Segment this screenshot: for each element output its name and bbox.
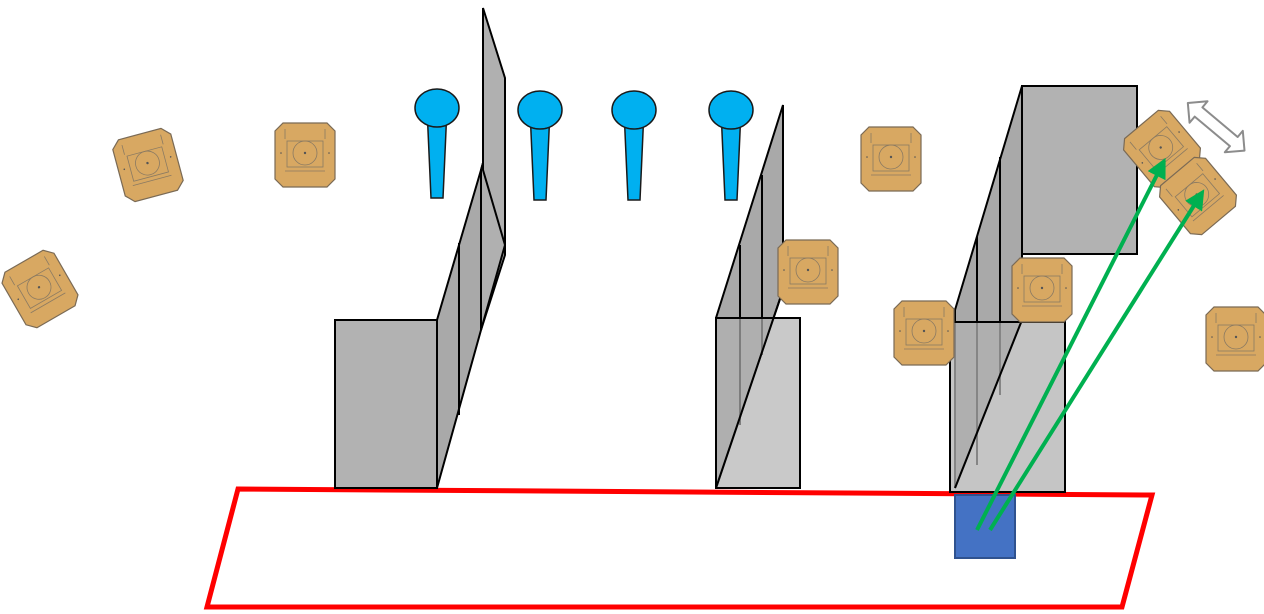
line-of-fire xyxy=(988,189,1205,532)
paper-target-icon xyxy=(1011,257,1073,323)
paper-target-icon xyxy=(860,126,922,192)
paper-target-icon xyxy=(0,245,83,333)
paper-target-icon xyxy=(110,125,186,205)
no-shoot-post-icon xyxy=(611,90,657,201)
rotate-arrow-icon xyxy=(1186,100,1246,154)
barrier-wall-middle xyxy=(715,104,801,489)
barrier-wall-left xyxy=(334,7,506,489)
paper-target-icon xyxy=(893,300,955,366)
shooting-box xyxy=(203,486,1156,610)
no-shoot-post-icon xyxy=(517,90,563,201)
no-shoot-post-icon xyxy=(708,90,754,201)
paper-target-icon xyxy=(1205,306,1264,372)
line-of-fire xyxy=(975,157,1166,531)
barrier-wall-right xyxy=(949,85,1138,493)
paper-target-icon xyxy=(777,239,839,305)
paper-target-icon xyxy=(274,122,336,188)
no-shoot-post-icon xyxy=(414,88,460,199)
